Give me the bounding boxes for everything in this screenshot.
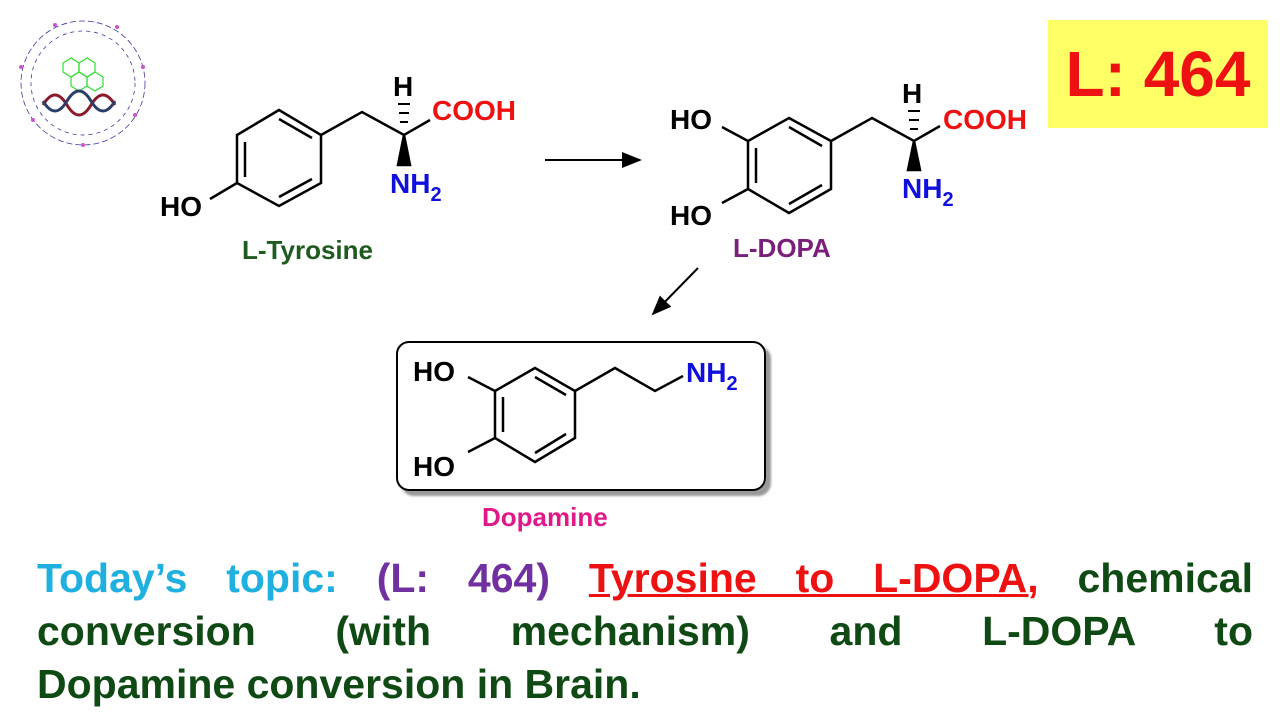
- ldopa-ho-bottom: HO: [670, 200, 712, 231]
- ldopa-ho-top: HO: [670, 104, 712, 135]
- dopamine-box: [396, 341, 766, 491]
- ldopa-structure: [721, 110, 941, 215]
- topic-highlight: Tyrosine to L-DOPA,: [588, 555, 1039, 601]
- topic-line-1: Today’s topic: (L: 464) Tyrosine to L-DO…: [37, 552, 1253, 604]
- topic-line1-rest: chemical: [1077, 555, 1254, 601]
- decarboxylation-arrow: [651, 267, 699, 316]
- reaction-scheme: HO H COOH NH2 L-Tyrosine HO HO H COOH NH…: [160, 71, 1027, 532]
- tyrosine-cooh: COOH: [432, 95, 516, 126]
- tyrosine-ho: HO: [160, 191, 202, 222]
- lecture-badge: L: 464: [1048, 20, 1268, 128]
- pyrene-icon: [62, 57, 104, 92]
- dopamine-label: Dopamine: [482, 502, 608, 532]
- topic-line-2: conversion (with mechanism) and L-DOPA t…: [37, 608, 1253, 654]
- dopamine-ho-bottom: HO: [413, 451, 455, 482]
- topic-line-3: Dopamine conversion in Brain.: [37, 661, 641, 707]
- ldopa-cooh: COOH: [943, 104, 1027, 135]
- tyrosine-nh2: NH2: [390, 168, 442, 206]
- dopamine-ho-top: HO: [413, 356, 455, 387]
- dopamine-structure: [467, 366, 684, 464]
- topic-prefix: Today’s topic:: [37, 555, 338, 601]
- ldopa-h: H: [902, 78, 922, 109]
- tyrosine-structure: [209, 103, 431, 208]
- ldopa-nh2: NH2: [902, 173, 954, 211]
- lecture-number: L: 464: [1065, 38, 1251, 110]
- logo-cyclodextrin: [19, 20, 146, 147]
- ldopa-label: L-DOPA: [733, 233, 831, 263]
- dopamine-nh2: NH2: [686, 357, 738, 395]
- tyrosine-h: H: [393, 71, 413, 102]
- topic-lecture: (L: 464): [376, 555, 550, 601]
- dna-icon: [41, 89, 117, 117]
- tyrosine-label: L-Tyrosine: [242, 235, 373, 265]
